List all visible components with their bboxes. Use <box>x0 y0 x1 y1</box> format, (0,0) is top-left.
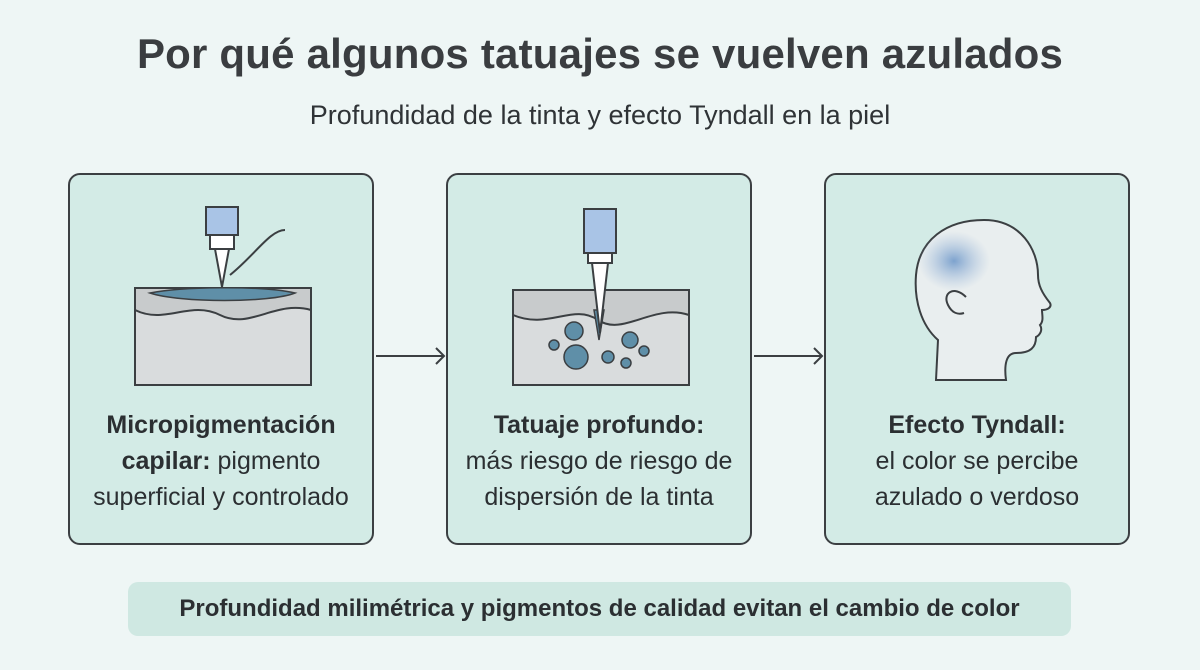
card-heading: Tatuaje profundo: <box>493 411 705 439</box>
card-tyndall-effect: Efecto Tyndall: el color se percibe azul… <box>824 173 1130 545</box>
card-deep-tattoo: Tatuaje profundo: más riesgo de riesgo d… <box>446 173 752 545</box>
card-micropigmentation: Micropigmentación capilar: pigmento supe… <box>68 173 374 545</box>
card-heading: Efecto Tyndall: <box>888 411 1066 439</box>
card-body: pigmento superficial y controlado <box>93 447 349 511</box>
arrow-right-icon <box>376 347 446 365</box>
card-body: el color se percibe azulado o verdoso <box>874 447 1080 511</box>
head-profile-icon <box>914 218 1052 381</box>
needle-deep-skin-icon <box>512 208 690 386</box>
card-body: más riesgo de riesgo de dispersión de la… <box>465 447 733 511</box>
footer-note: Profundidad milimétrica y pigmentos de c… <box>128 582 1071 636</box>
needle-superficial-skin-icon <box>134 206 312 386</box>
arrow-right-icon <box>754 347 824 365</box>
page-subtitle: Profundidad de la tinta y efecto Tyndall… <box>309 100 891 130</box>
page-title: Por qué algunos tatuajes se vuelven azul… <box>136 30 1064 77</box>
card-heading: Micropigmentación capilar: <box>106 411 336 475</box>
